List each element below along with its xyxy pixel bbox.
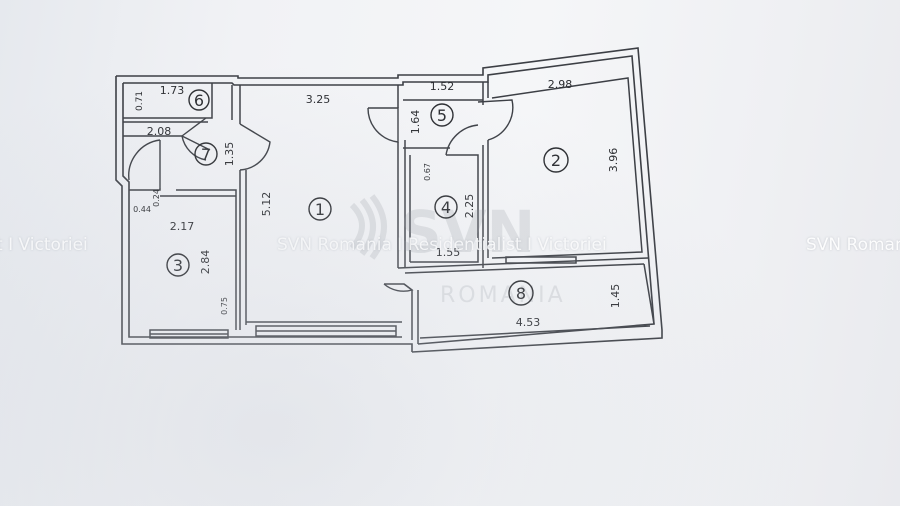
room-3-number: 3: [173, 256, 183, 275]
room-1-length: 5.12: [260, 192, 273, 217]
room-5-length: 1.64: [409, 110, 422, 135]
dim-0-67: 0.67: [423, 163, 432, 181]
room-7-width: 2.08: [147, 125, 172, 138]
watermark-left: t I Victoriei: [0, 235, 88, 255]
room-7-length: 1.35: [223, 142, 236, 167]
room-4-width: 1.55: [436, 246, 461, 259]
room-number-markers: [166, 89, 569, 306]
room-4-number: 4: [441, 198, 451, 217]
room-1-width: 3.25: [306, 93, 331, 106]
room-2-number: 2: [551, 151, 561, 170]
watermark-center: SVN Romania I Residentialist I Victoriei: [277, 235, 607, 255]
room-5-circle: [430, 103, 454, 127]
room-numbers: 1 2 3 4 5 6 7 8: [173, 91, 561, 303]
outer-walls: [115, 47, 663, 353]
dim-0-75: 0.75: [220, 297, 229, 315]
room-8-length: 1.45: [609, 284, 622, 309]
room-6-number: 6: [194, 91, 204, 110]
room-3-width: 2.17: [170, 220, 195, 233]
room-2-circle: [543, 147, 569, 173]
room-6-length: 0.71: [135, 91, 145, 111]
room-6-width: 1.73: [160, 84, 185, 97]
room-1-circle: [308, 197, 332, 221]
watermark-right: SVN Romania: [806, 235, 900, 255]
room-8-circle: [508, 280, 534, 306]
vertical-dimensions: 5.12 3.96 2.84 2.25 1.64 0.71 1.35 1.45 …: [135, 91, 622, 315]
dim-0-24: 0.24: [152, 189, 161, 207]
dim-0-44: 0.44: [133, 205, 151, 214]
room-4-circle: [434, 195, 458, 219]
room-5-number: 5: [437, 106, 447, 125]
room-3-circle: [166, 253, 190, 277]
room-4-length: 2.25: [463, 194, 476, 219]
interior-walls: [123, 77, 655, 344]
room-7-circle: [194, 142, 218, 166]
room-2-width: 2.98: [548, 78, 573, 91]
room-1-number: 1: [315, 200, 325, 219]
room-6-circle: [188, 89, 210, 111]
room-8-width: 4.53: [516, 316, 541, 329]
svn-logo-watermark: SVN ROMANIA: [349, 194, 566, 308]
room-3-length: 2.84: [199, 250, 212, 275]
room-8-number: 8: [516, 284, 526, 303]
logo-brand: SVN: [400, 198, 535, 266]
room-7-number: 7: [201, 145, 211, 164]
door-swings: [128, 99, 514, 292]
horizontal-dimensions: 3.25 2.98 2.17 1.55 1.52 1.73 2.08 4.53 …: [133, 78, 572, 329]
room-2-length: 3.96: [607, 148, 620, 173]
logo-country: ROMANIA: [440, 283, 566, 308]
room-5-width: 1.52: [430, 80, 455, 93]
